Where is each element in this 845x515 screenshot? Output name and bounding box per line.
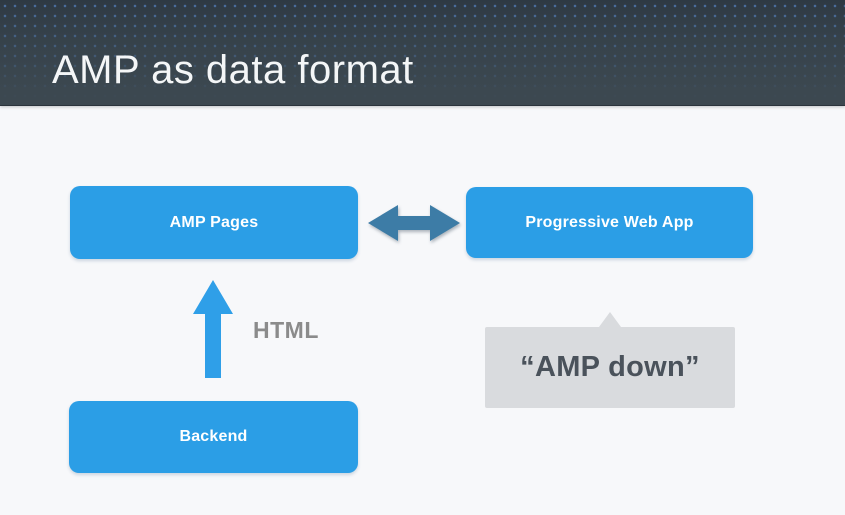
edge-label-html: HTML: [253, 317, 319, 343]
slide-header: AMP as data format: [0, 0, 845, 106]
callout-amp-down: “AMP down”: [485, 312, 735, 408]
node-progressive-web-app-label: Progressive Web App: [525, 213, 694, 231]
node-backend: Backend: [69, 401, 358, 473]
bidirectional-arrow-icon: [368, 204, 460, 242]
callout-amp-down-label: “AMP down”: [520, 351, 700, 383]
up-arrow-icon: [193, 280, 233, 378]
callout-tail-icon: [599, 312, 621, 327]
diagram-canvas: AMP Pages Progressive Web App HTML Backe…: [0, 106, 845, 515]
slide-title: AMP as data format: [52, 48, 414, 92]
node-amp-pages-label: AMP Pages: [169, 213, 259, 231]
node-amp-pages: AMP Pages: [70, 186, 358, 259]
node-backend-label: Backend: [179, 428, 248, 445]
node-progressive-web-app: Progressive Web App: [466, 187, 753, 258]
